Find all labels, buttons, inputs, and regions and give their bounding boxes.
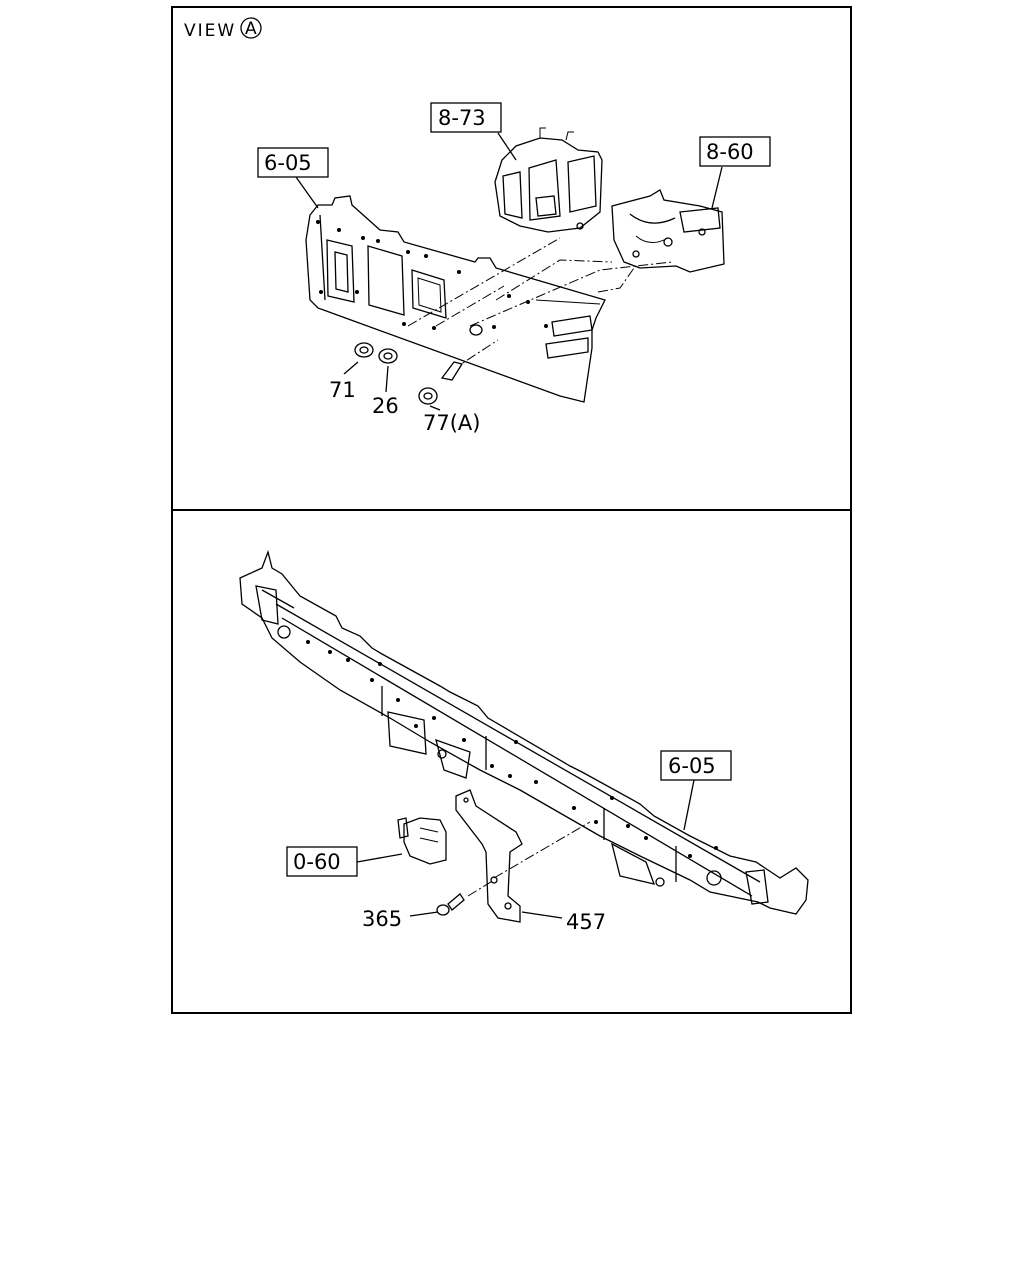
view-marker: A [245, 19, 257, 39]
part-number-457: 457 [566, 910, 606, 934]
top-crossmember-drawing [295, 127, 725, 411]
ref-box-6-05-top [257, 147, 329, 178]
view-marker-circle [240, 17, 262, 39]
ref-box-8-60 [699, 136, 771, 167]
bottom-panel-frame [171, 509, 852, 1014]
ref-label-6-05-bottom: 6-05 [668, 754, 716, 778]
view-title: VIEW [184, 21, 236, 41]
ref-box-8-73 [430, 102, 502, 133]
ref-label-6-05-top: 6-05 [264, 151, 312, 175]
bolt-365-icon [436, 893, 465, 916]
bottom-crossmember-drawing [239, 549, 809, 923]
ref-box-0-60 [286, 846, 358, 877]
part-number-26: 26 [372, 394, 399, 418]
part-number-77a: 77(A) [423, 411, 480, 435]
ref-label-0-60: 0-60 [293, 850, 341, 874]
part-number-71: 71 [329, 378, 356, 402]
bolt-77-icon [418, 361, 464, 405]
ref-label-8-60: 8-60 [706, 140, 754, 164]
ref-box-6-05-bottom [660, 750, 732, 781]
top-panel-frame [171, 6, 852, 511]
washer-26-icon [378, 348, 398, 364]
nut-71-icon [354, 342, 374, 358]
ref-label-8-73: 8-73 [438, 106, 486, 130]
part-number-365: 365 [362, 907, 402, 931]
